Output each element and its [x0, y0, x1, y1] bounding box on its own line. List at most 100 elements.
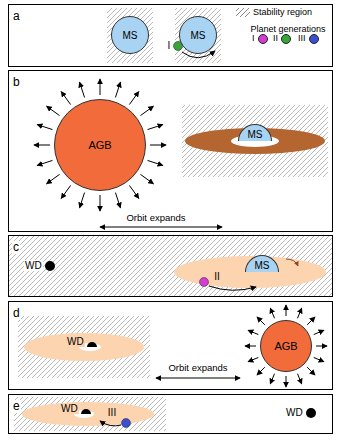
star-half: MS	[238, 124, 272, 141]
wind-arrows	[245, 305, 327, 387]
wind-arrow	[270, 308, 274, 318]
orbit-arrow	[209, 286, 256, 290]
giant-star: AGB	[260, 320, 312, 372]
expansion-arrow	[156, 378, 240, 379]
wind-arrow	[314, 357, 324, 361]
wind-arrow	[248, 330, 258, 334]
panel: eWDWD	[8, 394, 333, 434]
white-dwarf: WD	[66, 336, 97, 347]
panel: cWD MS	[8, 235, 333, 297]
wind-arrows	[34, 79, 166, 211]
debris-disk	[22, 402, 154, 426]
star-circle: MS	[111, 16, 149, 54]
white-dwarf: WD	[60, 403, 91, 414]
wind-arrow	[314, 330, 324, 334]
wind-arrow	[316, 346, 327, 347]
wind-arrow	[140, 174, 153, 183]
wind-arrow	[270, 374, 274, 384]
wind-arrow	[100, 195, 101, 211]
white-dwarf: WD	[285, 407, 316, 418]
wind-arrow	[286, 305, 287, 316]
wind-arrow	[307, 317, 315, 325]
planet-generation-label: III	[107, 407, 117, 418]
wind-arrow	[257, 367, 265, 375]
wind-arrow	[257, 317, 265, 325]
star-label: MS	[191, 30, 206, 41]
white-dwarf-label: WD	[60, 403, 79, 414]
panel-letter: e	[12, 400, 21, 413]
white-dwarf: WD	[24, 260, 55, 271]
panel-letter: d	[12, 307, 21, 320]
star-label: MS	[255, 260, 270, 271]
star-label: MS	[248, 129, 263, 140]
label-holder: III	[107, 402, 117, 420]
wind-arrow	[245, 346, 256, 347]
white-dwarf-label: WD	[285, 407, 304, 418]
white-dwarf-dot	[306, 408, 316, 418]
legend-entry: I	[252, 34, 268, 44]
legend-swatch	[236, 8, 250, 17]
debris-disk	[174, 256, 326, 288]
wind-arrow	[148, 160, 163, 165]
wind-arrow	[61, 92, 70, 105]
wind-arrow	[297, 308, 301, 318]
stability-region	[18, 316, 150, 378]
label-holder: II	[213, 266, 221, 284]
disk-rotation-arrow	[286, 259, 298, 266]
legend-swatch	[258, 34, 268, 44]
stability-region	[175, 8, 221, 63]
planet-generation-label: II	[213, 271, 221, 282]
wind-arrow	[115, 82, 120, 97]
expansion-arrow	[100, 227, 222, 228]
white-dwarf-label: WD	[24, 260, 43, 271]
wind-arrow	[286, 376, 287, 387]
legend-swatch	[281, 34, 291, 44]
stability-region	[182, 105, 328, 177]
stability-region	[107, 8, 153, 63]
process-label: Orbit expands	[167, 363, 228, 373]
wind-arrow	[248, 357, 258, 361]
wind-arrow	[37, 125, 52, 130]
planet	[122, 419, 131, 428]
legend-entry: III	[298, 34, 319, 44]
white-dwarf-dot	[45, 261, 55, 271]
label-holder: Orbit expands	[125, 207, 186, 225]
legend-text: III	[298, 34, 306, 44]
process-label: Orbit expands	[125, 213, 186, 223]
star-circle: MS	[179, 16, 217, 54]
wind-arrow	[47, 106, 60, 115]
label-holder: I	[167, 35, 172, 53]
planet	[200, 278, 209, 287]
white-dwarf-dot	[81, 409, 91, 414]
stability-region	[14, 397, 166, 431]
legend-entry: II	[273, 34, 291, 44]
star-label: AGB	[88, 139, 111, 151]
label-holder: Orbit expands	[167, 357, 228, 375]
wind-arrow	[100, 79, 101, 95]
wind-arrow	[307, 367, 315, 375]
wind-arrow	[129, 185, 138, 198]
legend-entry: Stability region	[236, 8, 312, 18]
orbit-arrow	[100, 421, 121, 426]
panel-letter: c	[12, 241, 20, 254]
giant-star: AGB	[54, 99, 146, 191]
panel: dWD AGB	[8, 301, 333, 390]
panel-letter: a	[12, 10, 21, 23]
white-dwarf-dot	[87, 342, 97, 347]
legend-text: I	[252, 34, 255, 44]
star-label: AGB	[274, 340, 297, 352]
wind-arrow	[37, 160, 52, 165]
wind-arrow	[80, 82, 85, 97]
wind-arrow	[80, 193, 85, 208]
planet-generation-label: I	[167, 40, 172, 51]
legend-text: II	[273, 34, 278, 44]
debris-disk	[24, 333, 144, 361]
accretion-disk	[185, 128, 325, 154]
white-dwarf-label: WD	[66, 336, 85, 347]
wind-arrow	[140, 106, 153, 115]
star-label: MS	[123, 30, 138, 41]
panel: bAGBMS	[8, 70, 333, 232]
wind-arrow	[129, 92, 138, 105]
wind-arrow	[115, 193, 120, 208]
